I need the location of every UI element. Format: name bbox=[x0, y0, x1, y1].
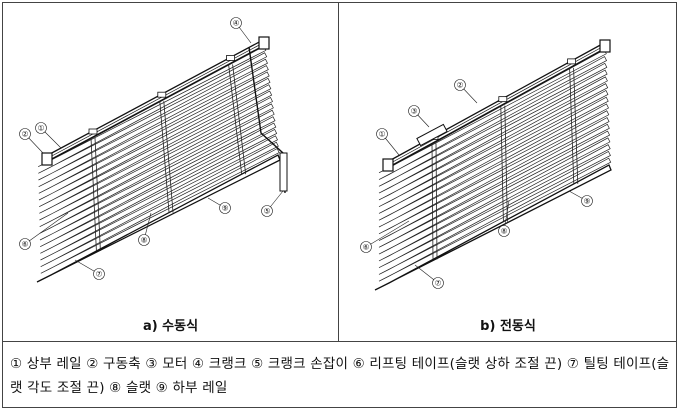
leader-line bbox=[365, 220, 410, 248]
marker-circle bbox=[261, 205, 273, 217]
marker-circle bbox=[93, 268, 105, 280]
tilting-tape bbox=[90, 137, 97, 252]
slat bbox=[378, 123, 610, 248]
tape-clip bbox=[88, 128, 98, 135]
marker-6: ⑥ bbox=[22, 240, 29, 249]
marker-5: ⑤ bbox=[264, 207, 271, 216]
tape-clip bbox=[498, 96, 508, 103]
tilting-tape bbox=[500, 105, 504, 222]
panel-divider bbox=[338, 2, 339, 342]
marker-circle bbox=[230, 17, 242, 29]
slat bbox=[40, 135, 278, 261]
marker-circle bbox=[35, 122, 47, 134]
tilting-tape bbox=[504, 105, 508, 222]
tilting-tape bbox=[163, 101, 174, 213]
tilting-tape bbox=[431, 143, 434, 260]
marker-circle bbox=[219, 202, 231, 214]
top-rail-edge bbox=[47, 42, 264, 159]
marker-2: ② bbox=[22, 130, 29, 139]
slat bbox=[378, 62, 608, 187]
slat bbox=[378, 117, 610, 241]
rail-end-cap bbox=[382, 158, 394, 172]
marker-circle bbox=[138, 234, 150, 246]
leader-line bbox=[24, 212, 69, 245]
marker-8: ⑧ bbox=[501, 227, 508, 236]
slat bbox=[378, 137, 611, 262]
tilting-tape bbox=[159, 101, 170, 213]
marker-1: ① bbox=[379, 130, 386, 139]
marker-7: ⑦ bbox=[435, 279, 442, 288]
tilting-tape bbox=[435, 143, 438, 260]
tilting-tape bbox=[94, 137, 101, 252]
marker-circle bbox=[19, 238, 31, 250]
slat bbox=[378, 49, 607, 174]
top-rail-edge bbox=[388, 45, 605, 165]
marker-circle bbox=[360, 241, 372, 253]
marker-circle bbox=[498, 225, 510, 237]
marker-circle bbox=[19, 128, 31, 140]
rail-end-cap bbox=[258, 36, 270, 50]
parts-legend: ① 상부 레일 ② 구동축 ③ 모터 ④ 크랭크 ⑤ 크랭크 손잡이 ⑥ 리프팅… bbox=[10, 356, 670, 396]
tape-clip bbox=[157, 91, 167, 98]
slat bbox=[378, 103, 609, 228]
slat bbox=[378, 69, 608, 194]
rail-end-cap bbox=[41, 152, 53, 166]
motor-housing bbox=[416, 123, 448, 147]
slat bbox=[378, 130, 611, 255]
slat bbox=[378, 76, 608, 201]
slat bbox=[378, 89, 609, 214]
marker-4: ④ bbox=[233, 19, 240, 28]
marker-circle bbox=[376, 128, 388, 140]
marker-circle bbox=[408, 105, 420, 117]
tilting-tape bbox=[573, 67, 579, 184]
tilting-tape bbox=[569, 67, 575, 184]
rail-end-cap bbox=[599, 39, 611, 53]
marker-9: ⑨ bbox=[222, 204, 229, 213]
legend-divider bbox=[2, 341, 677, 342]
motorized-blind-drawing: ① ② ③ ⑥ ⑦ ⑧ ⑨ bbox=[360, 39, 612, 291]
slat bbox=[40, 148, 280, 274]
caption-manual: a) 수동식 bbox=[142, 319, 199, 334]
slat bbox=[378, 83, 609, 207]
panel-motorized: ① ② ③ ⑥ ⑦ ⑧ ⑨ b) 전동식 bbox=[339, 3, 677, 341]
manual-blind-drawing: ①② ④ ⑤ ⑥ ⑦ ⑧ ⑨ bbox=[19, 17, 288, 283]
tilting-tape bbox=[228, 64, 243, 175]
marker-9: ⑨ bbox=[584, 197, 591, 206]
tape-clip bbox=[567, 58, 577, 65]
marker-3: ③ bbox=[411, 107, 418, 116]
slat bbox=[40, 141, 279, 267]
marker-6: ⑥ bbox=[363, 243, 370, 252]
marker-circle bbox=[432, 277, 444, 289]
marker-2: ② bbox=[457, 81, 464, 90]
slat bbox=[378, 150, 611, 275]
marker-1: ① bbox=[38, 124, 45, 133]
crank-handle bbox=[279, 152, 288, 192]
tilting-tape bbox=[232, 64, 247, 175]
marker-8: ⑧ bbox=[141, 236, 148, 245]
marker-circle bbox=[454, 79, 466, 91]
marker-7: ⑦ bbox=[96, 270, 103, 279]
slat bbox=[378, 56, 608, 180]
bottom-rail bbox=[374, 164, 612, 291]
tape-clip bbox=[226, 55, 236, 61]
slat bbox=[378, 110, 610, 235]
bottom-rail bbox=[36, 154, 281, 283]
slat bbox=[40, 128, 278, 254]
slat bbox=[378, 144, 611, 268]
slat bbox=[378, 96, 609, 221]
caption-motorized: b) 전동식 bbox=[480, 319, 536, 334]
marker-circle bbox=[581, 195, 593, 207]
slat bbox=[378, 157, 612, 282]
